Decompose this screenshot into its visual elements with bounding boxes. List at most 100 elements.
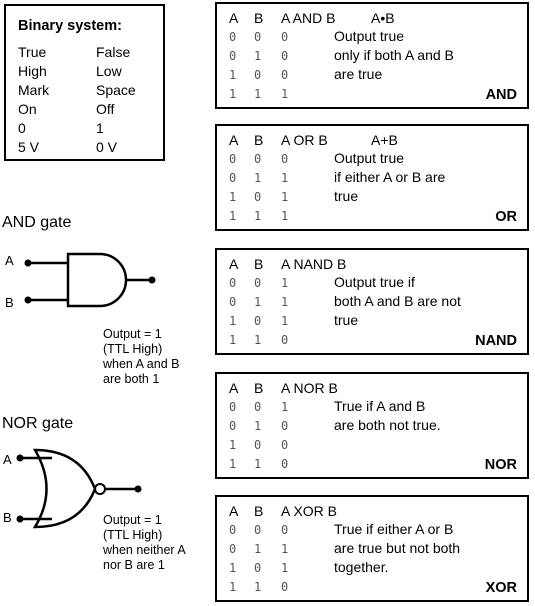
cell: 0 [281,30,289,44]
cell: 1 [229,87,237,101]
cell: 1 [229,561,237,575]
nor-gate-symbol [20,448,138,529]
cell: 0 [254,190,262,204]
table-description: true [334,312,359,328]
cell: 1 [254,87,262,101]
cell: 1 [254,419,262,433]
cell: 1 [229,457,237,471]
binary-value: 0 [18,120,26,136]
cell: 0 [281,523,289,537]
cell: 1 [229,209,237,223]
table-description: Output true [334,150,405,166]
and-gate-body [66,252,128,308]
cell: 1 [281,295,289,309]
table-description: are both not true. [334,417,441,433]
binary-value: Off [96,101,115,117]
header-a: A [229,503,239,519]
binary-value: 5 V [18,139,40,155]
table-description: True if either A or B [334,521,454,537]
gate-name: NAND [475,333,517,349]
cell: 0 [254,30,262,44]
cell: 1 [281,561,289,575]
cell: 0 [229,171,237,185]
cell: 1 [229,580,237,594]
cell: 1 [254,333,262,347]
header-a: A [229,380,239,396]
cell: 1 [281,314,289,328]
cell: 0 [229,276,237,290]
note-line: when A and B [103,357,180,371]
binary-value: True [18,44,47,60]
cell: 0 [254,68,262,82]
note-line: (TTL High) [103,342,163,356]
cell: 0 [281,457,289,471]
cell: 0 [254,314,262,328]
nor-input-a-dot [16,454,24,462]
header-b: B [254,503,264,519]
cell: 1 [254,171,262,185]
table-description: true [334,188,359,204]
nor-output-note: Output = 1 (TTL High) when neither A nor… [103,513,186,573]
table-description: together. [334,559,389,575]
binary-system-title: Binary system: [18,18,122,34]
cell: 1 [281,542,289,556]
binary-value: 1 [96,120,104,136]
and-input-a-label: A [5,253,14,268]
cell: 0 [254,438,262,452]
header-b: B [254,10,264,26]
header-expr: A•B [371,10,395,26]
gate-diagrams [16,252,156,529]
gate-name: XOR [485,580,517,596]
cell: 1 [229,190,237,204]
header-op: A XOR B [281,503,338,519]
nor-gate-body [32,448,97,529]
cell: 1 [229,68,237,82]
nor-input-a-label: A [3,452,12,467]
cell: 1 [281,87,289,101]
nor-input-b-dot [16,515,24,523]
nor-inversion-bubble [94,483,106,495]
cell: 1 [281,276,289,290]
header-a: A [229,256,239,272]
binary-value: Low [96,63,122,79]
and-input-a-dot [24,259,32,267]
note-line: nor B are 1 [103,558,165,572]
cell: 0 [229,49,237,63]
cell: 0 [229,152,237,166]
cell: 0 [229,419,237,433]
note-line: when neither A [103,543,186,557]
table-description: Output true [334,28,405,44]
cell: 1 [229,438,237,452]
and-output-dot [148,276,156,284]
and-input-b-label: B [5,295,14,310]
cell: 1 [229,333,237,347]
table-description: are true but not both [334,540,461,556]
cell: 0 [281,49,289,63]
cell: 0 [229,30,237,44]
cell: 0 [254,400,262,414]
gate-name: NOR [484,457,517,473]
cell: 1 [229,314,237,328]
cell: 0 [254,152,262,166]
cell: 1 [281,171,289,185]
table-description: are true [334,66,383,82]
table-description: if either A or B are [334,169,446,185]
note-line: (TTL High) [103,528,163,542]
note-line: Output = 1 [103,327,162,341]
table-description: only if both A and B [334,47,454,63]
cell: 1 [281,209,289,223]
table-description: Output true if [334,274,415,290]
header-b: B [254,132,264,148]
nor-output-dot [134,485,142,493]
cell: 1 [254,580,262,594]
binary-value: Mark [18,82,50,98]
gate-name: AND [485,87,517,103]
header-op: A NAND B [281,256,347,272]
cell: 0 [254,561,262,575]
header-op: A NOR B [281,380,338,396]
and-input-b-dot [24,296,32,304]
